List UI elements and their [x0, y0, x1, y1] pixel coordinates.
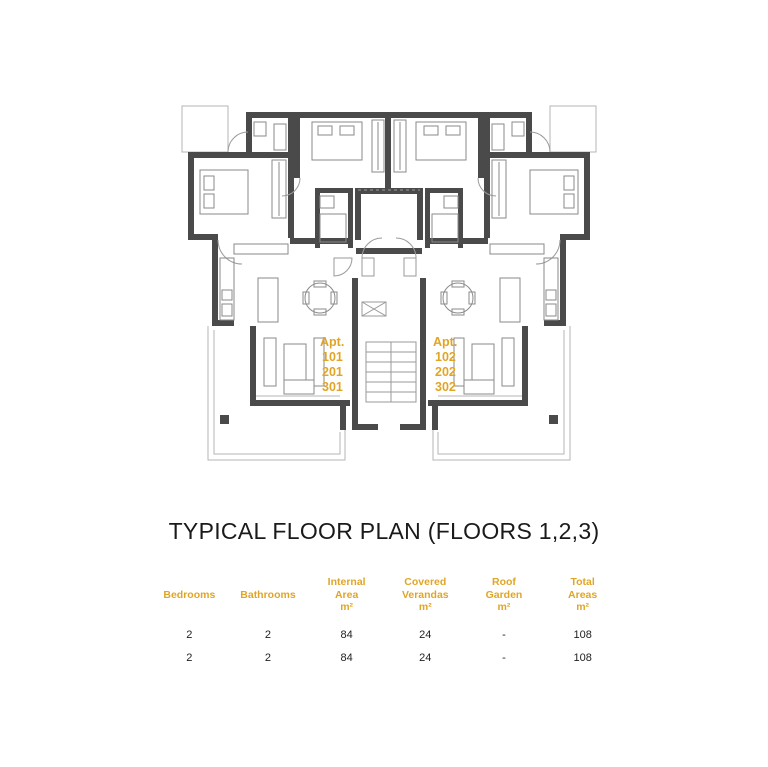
header-bathrooms: Bathrooms [240, 588, 296, 601]
apt-label-line: 101 [322, 350, 343, 364]
cell-covered-verandas: 24 [419, 629, 432, 641]
left-veranda-outline [207, 326, 346, 461]
floor-plan-drawing: Apt. 101 201 301 Apt. 102 202 302 [181, 105, 597, 461]
apt-label-line: Apt. [320, 335, 344, 349]
apt-label-line: 102 [435, 350, 456, 364]
apartment-right [387, 105, 597, 461]
stair-core [352, 112, 426, 430]
apt-label-line: 302 [435, 380, 456, 394]
apt-label-line: 202 [435, 365, 456, 379]
apt-label-line: Apt. [433, 335, 457, 349]
elevator [361, 301, 387, 317]
apartment-label-left: Apt. 101 201 301 [320, 335, 344, 394]
left-top-balcony [181, 105, 229, 153]
cell-covered-verandas: 24 [419, 652, 432, 664]
table-row: 2 2 84 24 - 108 [150, 647, 622, 670]
cell-total-areas: 108 [573, 629, 592, 641]
apartment-left [181, 105, 391, 461]
left-furniture [199, 119, 385, 395]
apartment-label-right: Apt. 102 202 302 [433, 335, 457, 394]
header-bedrooms: Bedrooms [163, 588, 216, 601]
apt-label-line: 201 [322, 365, 343, 379]
apt-label-line: 301 [322, 380, 343, 394]
left-toilet-2 [319, 195, 335, 209]
left-walls [188, 112, 391, 430]
cell-bathrooms: 2 [264, 652, 272, 664]
cell-internal-area: 84 [340, 629, 353, 641]
cell-roof-garden: - [502, 652, 506, 664]
left-toilet-1 [253, 121, 267, 137]
table-row: 2 2 84 24 - 108 [150, 624, 622, 647]
cell-bathrooms: 2 [264, 629, 272, 641]
left-dining-table [304, 282, 336, 314]
left-sofa [263, 337, 277, 387]
left-bed-2 [311, 121, 363, 161]
left-bed-1 [199, 169, 249, 215]
cell-bedrooms: 2 [186, 652, 193, 664]
cell-roof-garden: - [502, 629, 506, 641]
cell-internal-area: 84 [340, 652, 353, 664]
cell-bedrooms: 2 [186, 629, 193, 641]
page-title: TYPICAL FLOOR PLAN (FLOORS 1,2,3) [168, 518, 600, 544]
cell-total-areas: 108 [573, 652, 592, 664]
left-kitchen-counter [219, 257, 235, 321]
